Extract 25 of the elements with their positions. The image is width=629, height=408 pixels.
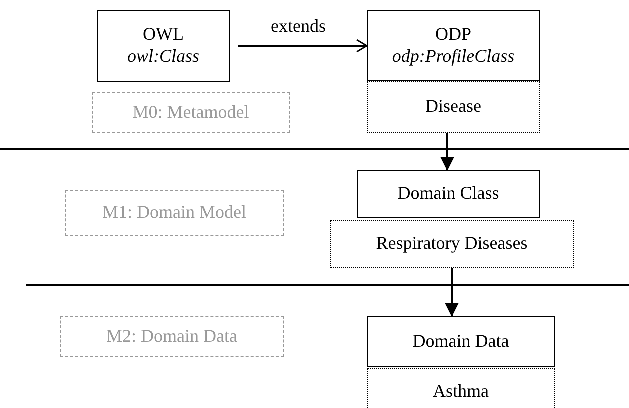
box-text: OWL xyxy=(143,24,184,46)
box-text: Asthma xyxy=(433,381,489,403)
instance-box xyxy=(367,368,555,408)
box-text: Domain Class xyxy=(398,183,500,205)
class-box xyxy=(357,170,540,218)
level-box xyxy=(92,92,290,133)
box-text: ODP xyxy=(435,24,472,46)
level-box xyxy=(60,316,284,357)
arrow xyxy=(440,133,454,171)
class-box xyxy=(97,10,230,82)
box-text: odp:ProfileClass xyxy=(392,46,515,68)
box-text: M1: Domain Model xyxy=(102,202,246,224)
class-box xyxy=(367,10,540,81)
box-text: owl:Class xyxy=(127,46,200,68)
box-text: Respiratory Diseases xyxy=(376,233,528,255)
arrow xyxy=(238,39,368,53)
box-text: Disease xyxy=(426,96,482,118)
box-text: Domain Data xyxy=(412,330,510,352)
class-box xyxy=(367,316,555,367)
instance-box xyxy=(367,81,540,133)
arrow xyxy=(445,268,459,317)
box-text: M2: Domain Data xyxy=(106,326,238,348)
box-text: M0: Metamodel xyxy=(132,102,250,124)
instance-box xyxy=(330,220,574,268)
level-box xyxy=(65,190,284,236)
